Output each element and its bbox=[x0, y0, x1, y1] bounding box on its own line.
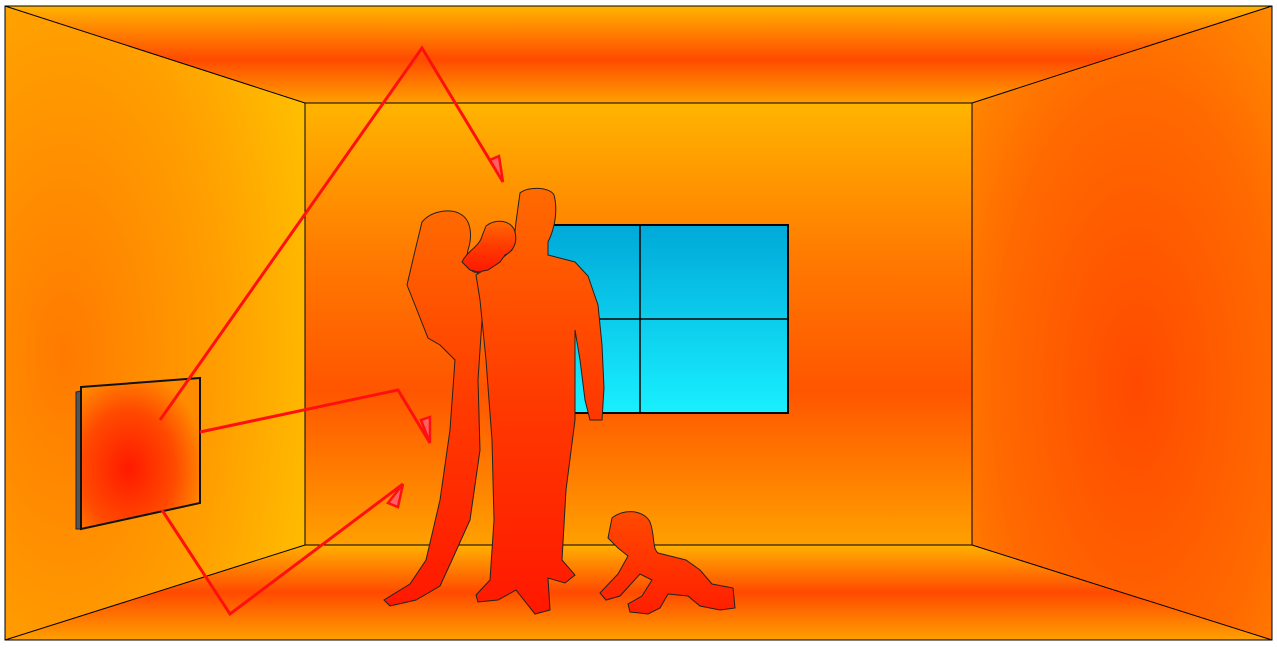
right-wall bbox=[972, 6, 1272, 640]
left-wall bbox=[5, 6, 305, 640]
radiant-heater-panel-icon bbox=[76, 378, 200, 529]
